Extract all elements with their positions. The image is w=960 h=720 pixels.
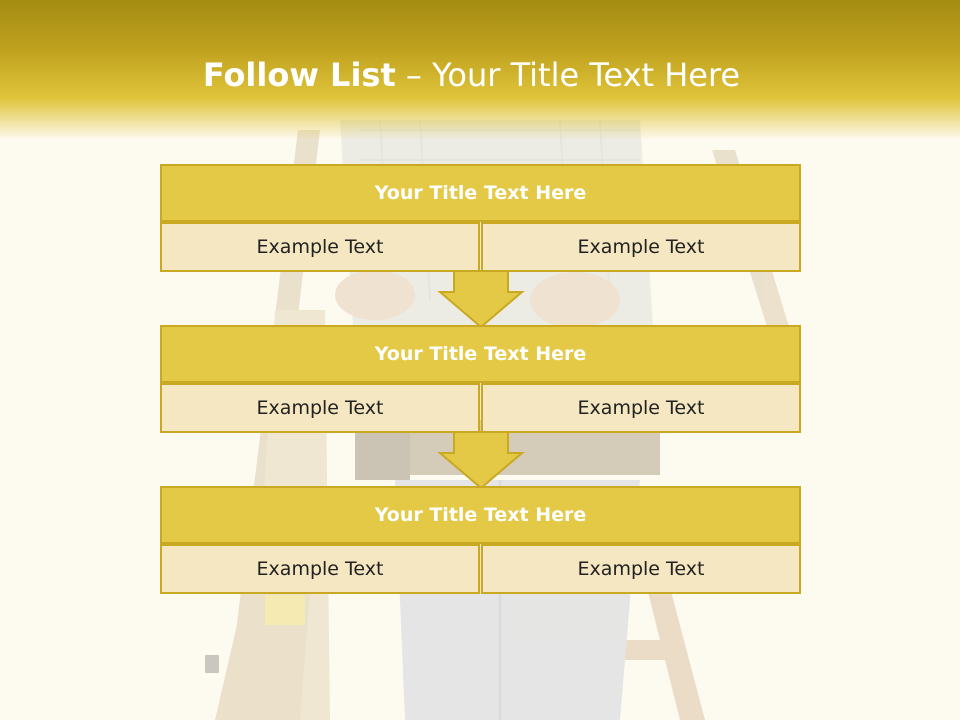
- block-cell-right: Example Text: [481, 383, 801, 433]
- header-band: [0, 0, 960, 140]
- down-arrow-icon: [437, 270, 525, 328]
- slide-title: Follow List – Your Title Text Here: [0, 56, 943, 94]
- block-title: Your Title Text Here: [160, 164, 801, 222]
- block-cell-left: Example Text: [160, 222, 480, 272]
- block-title: Your Title Text Here: [160, 486, 801, 544]
- block-cell-left: Example Text: [160, 544, 480, 594]
- title-light: – Your Title Text Here: [405, 56, 741, 94]
- block-cell-left: Example Text: [160, 383, 480, 433]
- block-title: Your Title Text Here: [160, 325, 801, 383]
- down-arrow-icon: [437, 431, 525, 489]
- block-cell-right: Example Text: [481, 544, 801, 594]
- block-cell-right: Example Text: [481, 222, 801, 272]
- title-bold: Follow List: [202, 56, 396, 94]
